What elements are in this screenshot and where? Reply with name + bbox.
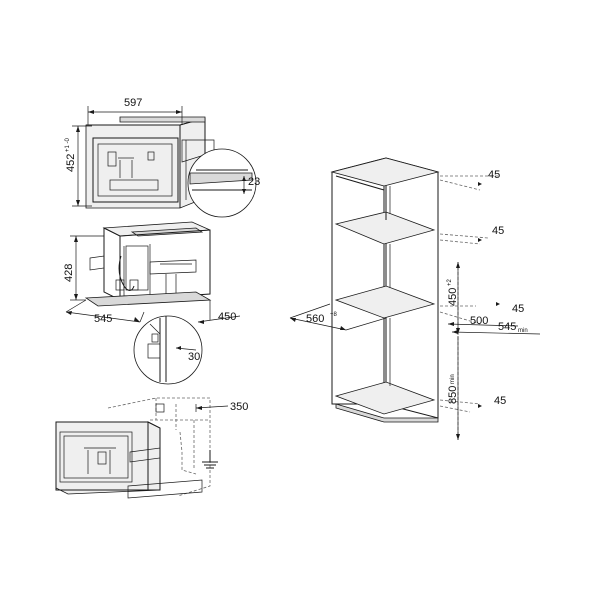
dim-tolerance-452: +1 -0 (65, 137, 71, 152)
dim-label-560: 560 (306, 313, 324, 325)
dim-label-545-mid: 545 (94, 313, 112, 325)
dim-sub-850: min (450, 374, 456, 384)
bottom-niche-drawing (55, 397, 229, 499)
middle-cabinet-drawing (65, 221, 241, 385)
dim-label-45-bottom: 45 (494, 395, 506, 407)
detail-circle-30 (133, 315, 203, 385)
dim-label-545-col: 545 (498, 321, 516, 333)
dim-label-45-second: 45 (492, 225, 504, 237)
dim-label-500: 500 (470, 315, 488, 327)
dim-label-30: 30 (188, 351, 200, 363)
dim-label-45-top: 45 (488, 169, 500, 181)
dim-sub-545: min (518, 328, 528, 334)
dim-tolerance-560: +8 (330, 312, 338, 318)
dim-label-452: 452 (65, 154, 77, 172)
dim-tolerance-450-col: +2 (447, 278, 453, 286)
dim-label-428: 428 (63, 264, 75, 282)
dim-label-350: 350 (230, 401, 248, 413)
dim-label-597: 597 (124, 97, 142, 109)
dim-label-850: 850 (447, 386, 459, 404)
column-cabinet-drawing (289, 157, 541, 440)
top-appliance-drawing (72, 106, 257, 218)
detail-circle-23 (187, 148, 257, 218)
dim-label-23: 23 (248, 176, 260, 188)
dim-label-450-col: 450 (447, 288, 459, 306)
dim-label-45-mid: 45 (512, 303, 524, 315)
dim-label-450-mid: 450 (218, 311, 236, 323)
